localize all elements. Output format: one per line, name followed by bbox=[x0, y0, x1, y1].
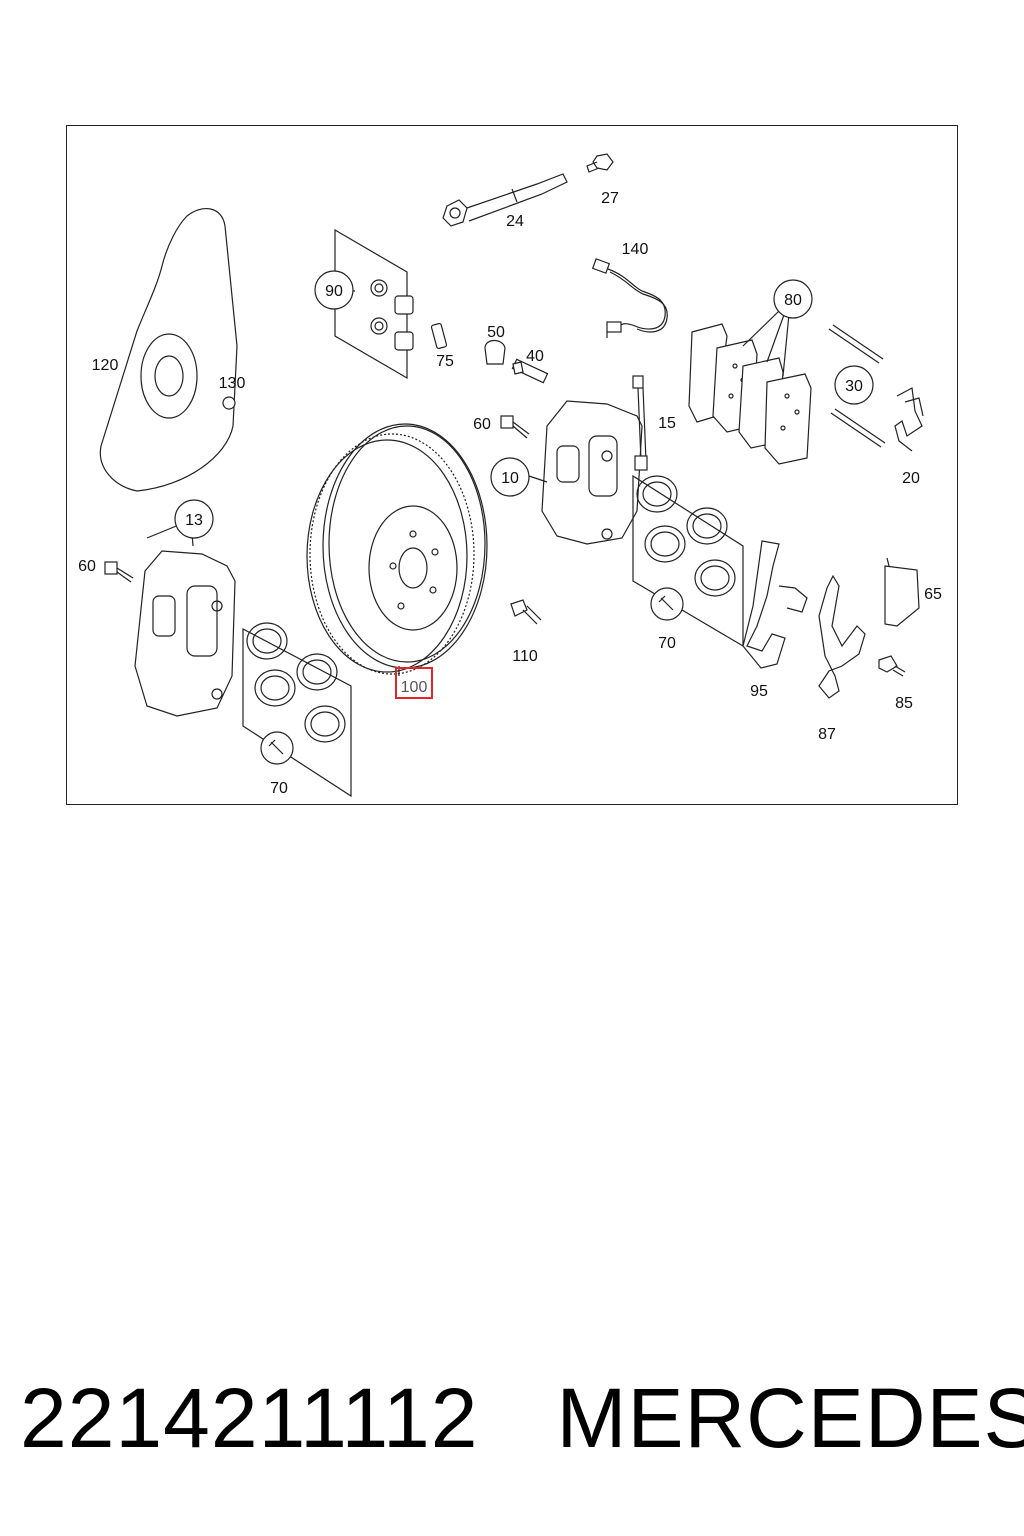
part-65-pad-plate bbox=[884, 557, 920, 627]
label-140: 140 bbox=[622, 241, 649, 258]
label-60-upper: 60 bbox=[473, 416, 491, 433]
label-90: 90 bbox=[325, 283, 343, 300]
part-15-brake-hose bbox=[632, 375, 648, 471]
part-40-bleed-valve bbox=[511, 358, 549, 384]
part-140-wear-sensor bbox=[591, 258, 668, 338]
label-40: 40 bbox=[526, 348, 544, 365]
label-27: 27 bbox=[601, 190, 619, 207]
part-130-bolt bbox=[222, 396, 236, 410]
label-100-highlighted: 100 bbox=[401, 679, 428, 696]
label-10: 10 bbox=[501, 470, 519, 487]
label-87: 87 bbox=[818, 726, 836, 743]
label-60-lower: 60 bbox=[78, 558, 96, 575]
part-13-caliper bbox=[134, 550, 236, 717]
brand-name: MERCEDES bbox=[556, 1370, 1024, 1465]
part-caption: 2214211112 MERCEDES bbox=[20, 1368, 1024, 1468]
label-70-right: 70 bbox=[658, 635, 676, 652]
callout-circle-13 bbox=[174, 499, 214, 539]
part-70-seal-kit-left bbox=[242, 622, 352, 798]
label-13: 13 bbox=[185, 512, 203, 529]
label-50: 50 bbox=[487, 324, 505, 341]
part-90-piston-group bbox=[317, 228, 414, 380]
part-50-cap bbox=[484, 339, 506, 365]
part-60-bolt-upper bbox=[500, 415, 530, 439]
part-10-caliper bbox=[541, 400, 643, 545]
label-75: 75 bbox=[436, 353, 454, 370]
part-100-brake-disc bbox=[306, 423, 488, 675]
label-80: 80 bbox=[784, 292, 802, 309]
parts-diagram: 24 27 140 90 75 50 40 80 30 20 120 130 6… bbox=[66, 125, 958, 805]
label-85: 85 bbox=[895, 695, 913, 712]
part-27-screw bbox=[586, 153, 614, 173]
part-number: 2214211112 bbox=[20, 1370, 479, 1465]
callout-circle-90 bbox=[314, 270, 354, 310]
label-110: 110 bbox=[512, 648, 538, 665]
callout-circle-80 bbox=[773, 279, 813, 319]
part-24-bolt bbox=[442, 173, 568, 227]
label-70-left: 70 bbox=[270, 780, 288, 797]
part-85-screw bbox=[878, 655, 906, 677]
label-20: 20 bbox=[902, 470, 920, 487]
brake-exploded-view: 24 27 140 90 75 50 40 80 30 20 120 130 6… bbox=[78, 153, 942, 798]
callout-circle-30 bbox=[834, 365, 874, 405]
part-labels: 24 27 140 90 75 50 40 80 30 20 120 130 6… bbox=[78, 190, 942, 797]
part-70-seal-kit-right bbox=[632, 474, 744, 648]
part-60-bolt-lower bbox=[104, 561, 134, 583]
label-65: 65 bbox=[924, 586, 942, 603]
highlight-box-100 bbox=[395, 667, 433, 699]
label-15: 15 bbox=[658, 415, 676, 432]
callout-circle-10 bbox=[490, 457, 530, 497]
label-130: 130 bbox=[219, 375, 246, 392]
part-20-spring-clip bbox=[894, 387, 924, 452]
part-95-bracket bbox=[742, 540, 808, 669]
label-30: 30 bbox=[845, 378, 863, 395]
part-87-spring-plate bbox=[818, 574, 866, 699]
part-80-brake-pads bbox=[688, 310, 812, 465]
part-120-splash-shield bbox=[99, 208, 238, 492]
label-24: 24 bbox=[506, 213, 524, 230]
part-110-screw bbox=[510, 599, 542, 625]
label-95: 95 bbox=[750, 683, 768, 700]
part-75-pin bbox=[430, 322, 448, 350]
label-120: 120 bbox=[92, 357, 119, 374]
